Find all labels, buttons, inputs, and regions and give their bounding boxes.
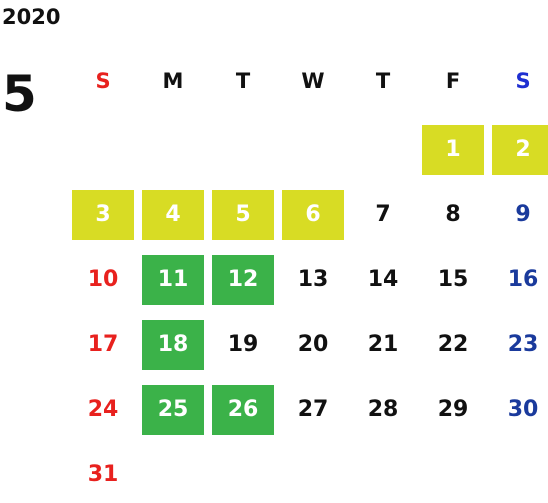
calendar-day[interactable]: 5: [210, 190, 276, 240]
calendar-day[interactable]: 18: [140, 320, 206, 370]
day-number: 16: [507, 267, 539, 292]
calendar-day[interactable]: 12: [210, 255, 276, 305]
calendar-day[interactable]: 4: [140, 190, 206, 240]
calendar-day[interactable]: 11: [140, 255, 206, 305]
calendar-day[interactable]: 6: [280, 190, 346, 240]
day-number: 13: [297, 267, 329, 292]
calendar-day[interactable]: 27: [280, 385, 346, 435]
calendar-day[interactable]: 8: [420, 190, 486, 240]
highlighted-day-box: 18: [142, 320, 204, 370]
calendar-day[interactable]: 2: [490, 125, 548, 175]
weekday-header: S: [95, 69, 111, 93]
calendar-day[interactable]: 1: [420, 125, 486, 175]
calendar-day[interactable]: 23: [490, 320, 548, 370]
calendar-day[interactable]: 13: [280, 255, 346, 305]
day-number: 10: [87, 267, 119, 292]
calendar-day[interactable]: 9: [490, 190, 548, 240]
day-number: 31: [87, 462, 119, 487]
calendar-day[interactable]: 28: [350, 385, 416, 435]
day-number: 9: [515, 202, 531, 227]
day-number: 29: [437, 397, 469, 422]
month-label: 5: [2, 65, 37, 123]
highlighted-day-box: 12: [212, 255, 274, 305]
weekday-header: F: [445, 69, 461, 93]
highlighted-day-box: 11: [142, 255, 204, 305]
day-number: 14: [367, 267, 399, 292]
highlighted-day-box: 2: [492, 125, 548, 175]
day-number: 21: [367, 332, 399, 357]
highlighted-day-box: 3: [72, 190, 134, 240]
day-number: 24: [87, 397, 119, 422]
day-number: 15: [437, 267, 469, 292]
calendar-day[interactable]: 3: [70, 190, 136, 240]
day-number: 27: [297, 397, 329, 422]
day-number: 8: [445, 202, 461, 227]
weekday-header: T: [375, 69, 391, 93]
day-number: 23: [507, 332, 539, 357]
calendar-day[interactable]: 20: [280, 320, 346, 370]
calendar-day[interactable]: 17: [70, 320, 136, 370]
calendar-day[interactable]: 15: [420, 255, 486, 305]
calendar-day[interactable]: 21: [350, 320, 416, 370]
day-number: 28: [367, 397, 399, 422]
day-number: 22: [437, 332, 469, 357]
day-number: 20: [297, 332, 329, 357]
calendar-day[interactable]: 30: [490, 385, 548, 435]
day-number: 30: [507, 397, 539, 422]
day-number: 19: [227, 332, 259, 357]
day-number: 17: [87, 332, 119, 357]
weekday-header: W: [301, 69, 325, 93]
day-number: 7: [375, 202, 391, 227]
calendar-day[interactable]: 7: [350, 190, 416, 240]
highlighted-day-box: 6: [282, 190, 344, 240]
calendar-day[interactable]: 24: [70, 385, 136, 435]
highlighted-day-box: 1: [422, 125, 484, 175]
weekday-header: M: [162, 69, 184, 93]
calendar-day[interactable]: 10: [70, 255, 136, 305]
calendar-day[interactable]: 26: [210, 385, 276, 435]
calendar-day[interactable]: 31: [70, 450, 136, 500]
calendar-day[interactable]: 19: [210, 320, 276, 370]
calendar-day[interactable]: 22: [420, 320, 486, 370]
highlighted-day-box: 26: [212, 385, 274, 435]
highlighted-day-box: 5: [212, 190, 274, 240]
highlighted-day-box: 25: [142, 385, 204, 435]
weekday-header: T: [235, 69, 251, 93]
calendar-day[interactable]: 25: [140, 385, 206, 435]
weekday-header: S: [515, 69, 531, 93]
calendar-day[interactable]: 14: [350, 255, 416, 305]
highlighted-day-box: 4: [142, 190, 204, 240]
calendar-day[interactable]: 16: [490, 255, 548, 305]
calendar-day[interactable]: 29: [420, 385, 486, 435]
year-label: 2020: [2, 5, 61, 29]
